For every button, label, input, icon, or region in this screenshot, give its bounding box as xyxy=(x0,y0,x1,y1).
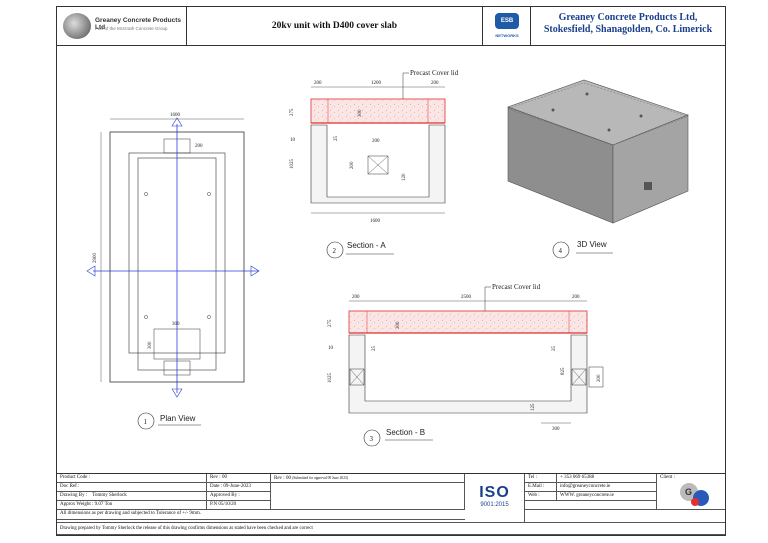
sa-1600-dim: 1600 xyxy=(370,219,381,224)
section-b: 200 2500 200 Precast Cover lid 275 300 1… xyxy=(328,283,604,447)
sb-300-dim: 300 xyxy=(396,321,401,329)
plan-width-dim: 1600 xyxy=(170,113,181,118)
date-label: Date : xyxy=(210,484,223,489)
sb-125-dim: 125 xyxy=(531,403,536,411)
sb-1025-dim: 1025 xyxy=(328,373,333,384)
sa-10-dim: 10 xyxy=(290,138,296,143)
company-address: Greaney Concrete Products Ltd, Stokesfie… xyxy=(531,7,725,45)
drawing-sheet: Greaney Concrete Products Ltd Part of th… xyxy=(56,6,726,536)
product-code-label: Product Code : xyxy=(57,474,207,483)
sa-120-dim: 120 xyxy=(402,173,407,181)
plan-200-dim: 200 xyxy=(195,144,203,149)
approved-label: Approved By : xyxy=(207,492,271,501)
section-a-number: 2 xyxy=(333,247,337,255)
section-b-label: Section - B xyxy=(386,428,425,437)
plan-300-dim: 300 xyxy=(172,322,180,327)
contact-blank xyxy=(525,501,657,510)
title-block: Product Code : Doc Ref : Drawing By : To… xyxy=(57,473,725,537)
email-label: E.Mail : xyxy=(525,483,557,492)
plan-300b-dim: 300 xyxy=(148,341,153,349)
client-cell: Client : G xyxy=(657,474,725,510)
drawing-title: 20kv unit with D400 cover slab xyxy=(187,7,483,45)
header: Greaney Concrete Products Ltd Part of th… xyxy=(57,7,725,46)
sb-200v-dim: 200 xyxy=(597,374,602,382)
date-value: 09-June-2023 xyxy=(223,484,251,489)
sa-200c-dim: 200 xyxy=(372,139,380,144)
rev-note-label: Rev : 00 xyxy=(274,476,291,481)
sa-200v-dim: 200 xyxy=(350,161,355,169)
sb-25r-dim: 25 xyxy=(552,346,557,352)
tolerance-note: All dimensions as per drawing and subjec… xyxy=(57,510,465,520)
sb-200r-dim: 200 xyxy=(572,295,580,300)
drawing-by-label: Drawing By : xyxy=(60,493,88,498)
company-logo-name: Greaney Concrete Products Ltd xyxy=(95,17,181,31)
sb-300b-dim: 300 xyxy=(552,427,560,432)
sb-10-dim: 10 xyxy=(328,346,334,351)
weight-row: Approx Weight : 9.07 Ton xyxy=(57,501,207,510)
tel-value: + 353 069 65388 xyxy=(557,474,657,483)
esb-logo-icon: ESB xyxy=(495,13,519,29)
web-label: Web : xyxy=(525,492,557,501)
sa-1200-dim: 1200 xyxy=(371,81,382,86)
esb-logo: ESB NETWORKS xyxy=(483,7,531,45)
address-line2: Stokesfield, Shanagolden, Co. Limerick xyxy=(543,24,713,35)
plan-view-number: 1 xyxy=(144,418,148,426)
sa-275-dim: 275 xyxy=(290,108,295,116)
section-a-label: Section - A xyxy=(347,241,386,250)
rev-blank xyxy=(271,483,465,510)
svg-text:G: G xyxy=(685,487,692,497)
view-3d-label: 3D View xyxy=(577,240,607,249)
company-logo-sub: Part of the McGrath Concrete Group xyxy=(95,26,168,31)
sb-lid-label: Precast Cover lid xyxy=(492,283,541,291)
drawing-by-value: Tommy Sherlock xyxy=(92,493,127,498)
sb-200l-dim: 200 xyxy=(352,295,360,300)
iso-number: 9001:2015 xyxy=(480,502,509,508)
plan-view: 1600 2900 200 300 300 1 Plan View xyxy=(86,113,260,430)
tel-label: Tel : xyxy=(525,474,557,483)
section-b-number: 3 xyxy=(370,435,374,443)
sb-275-dim: 275 xyxy=(328,319,333,327)
web-value[interactable]: WWW. greaneyconcrete.ie xyxy=(557,492,657,501)
sb-825-dim: 825 xyxy=(561,367,566,375)
sa-300-dim: 300 xyxy=(358,109,363,117)
sb-2500-dim: 2500 xyxy=(461,295,472,300)
rev-note-value: (Submitted for approval 09 June 2023) xyxy=(292,476,348,480)
sb-25-dim: 25 xyxy=(372,346,377,352)
email-value[interactable]: info@greaneyconcrete.ie xyxy=(557,483,657,492)
date-row: Date : 09-June-2023 xyxy=(207,483,271,492)
plan-height-dim: 2900 xyxy=(93,253,98,264)
sa-200r-dim: 200 xyxy=(431,81,439,86)
sa-200l-dim: 200 xyxy=(314,81,322,86)
sa-25-dim: 25 xyxy=(334,136,339,142)
company-logo: Greaney Concrete Products Ltd Part of th… xyxy=(57,7,187,45)
iso-logo-icon: ISO xyxy=(479,484,510,501)
drawing-area: 1600 2900 200 300 300 1 Plan View 200 12… xyxy=(86,69,689,447)
drawing-by-row: Drawing By : Tommy Sherlock xyxy=(57,492,207,501)
plan-view-label: Plan View xyxy=(160,414,196,423)
client-label: Client : xyxy=(660,475,675,480)
weight-label: Approx Weight : xyxy=(60,502,94,507)
footer-note: Drawing prepared by Tommy Sherlock the r… xyxy=(57,522,725,535)
view-3d: 4 3D View xyxy=(507,79,689,259)
sa-1025-dim: 1025 xyxy=(290,159,295,170)
doc-ref-label: Doc Ref : xyxy=(57,483,207,492)
iso-logo: ISO 9001:2015 xyxy=(465,474,525,522)
view-3d-number: 4 xyxy=(559,247,563,255)
rev-note-row: Rev : 00 (Submitted for approval 09 June… xyxy=(271,474,465,483)
company-logo-icon xyxy=(63,13,91,39)
address-line1: Greaney Concrete Products Ltd, xyxy=(558,12,698,23)
esb-sub: NETWORKS xyxy=(495,33,519,38)
weight-value: 9.07 Ton xyxy=(94,502,113,507)
pn-value: P.N 05/10/20 xyxy=(207,501,271,510)
rev-label: Rev : 00 xyxy=(207,474,271,483)
sa-lid-label: Precast Cover lid xyxy=(410,69,459,77)
client-gmc-logo-icon: G xyxy=(680,483,709,506)
section-a: 200 1200 200 Precast Cover lid 275 300 1… xyxy=(290,69,459,259)
